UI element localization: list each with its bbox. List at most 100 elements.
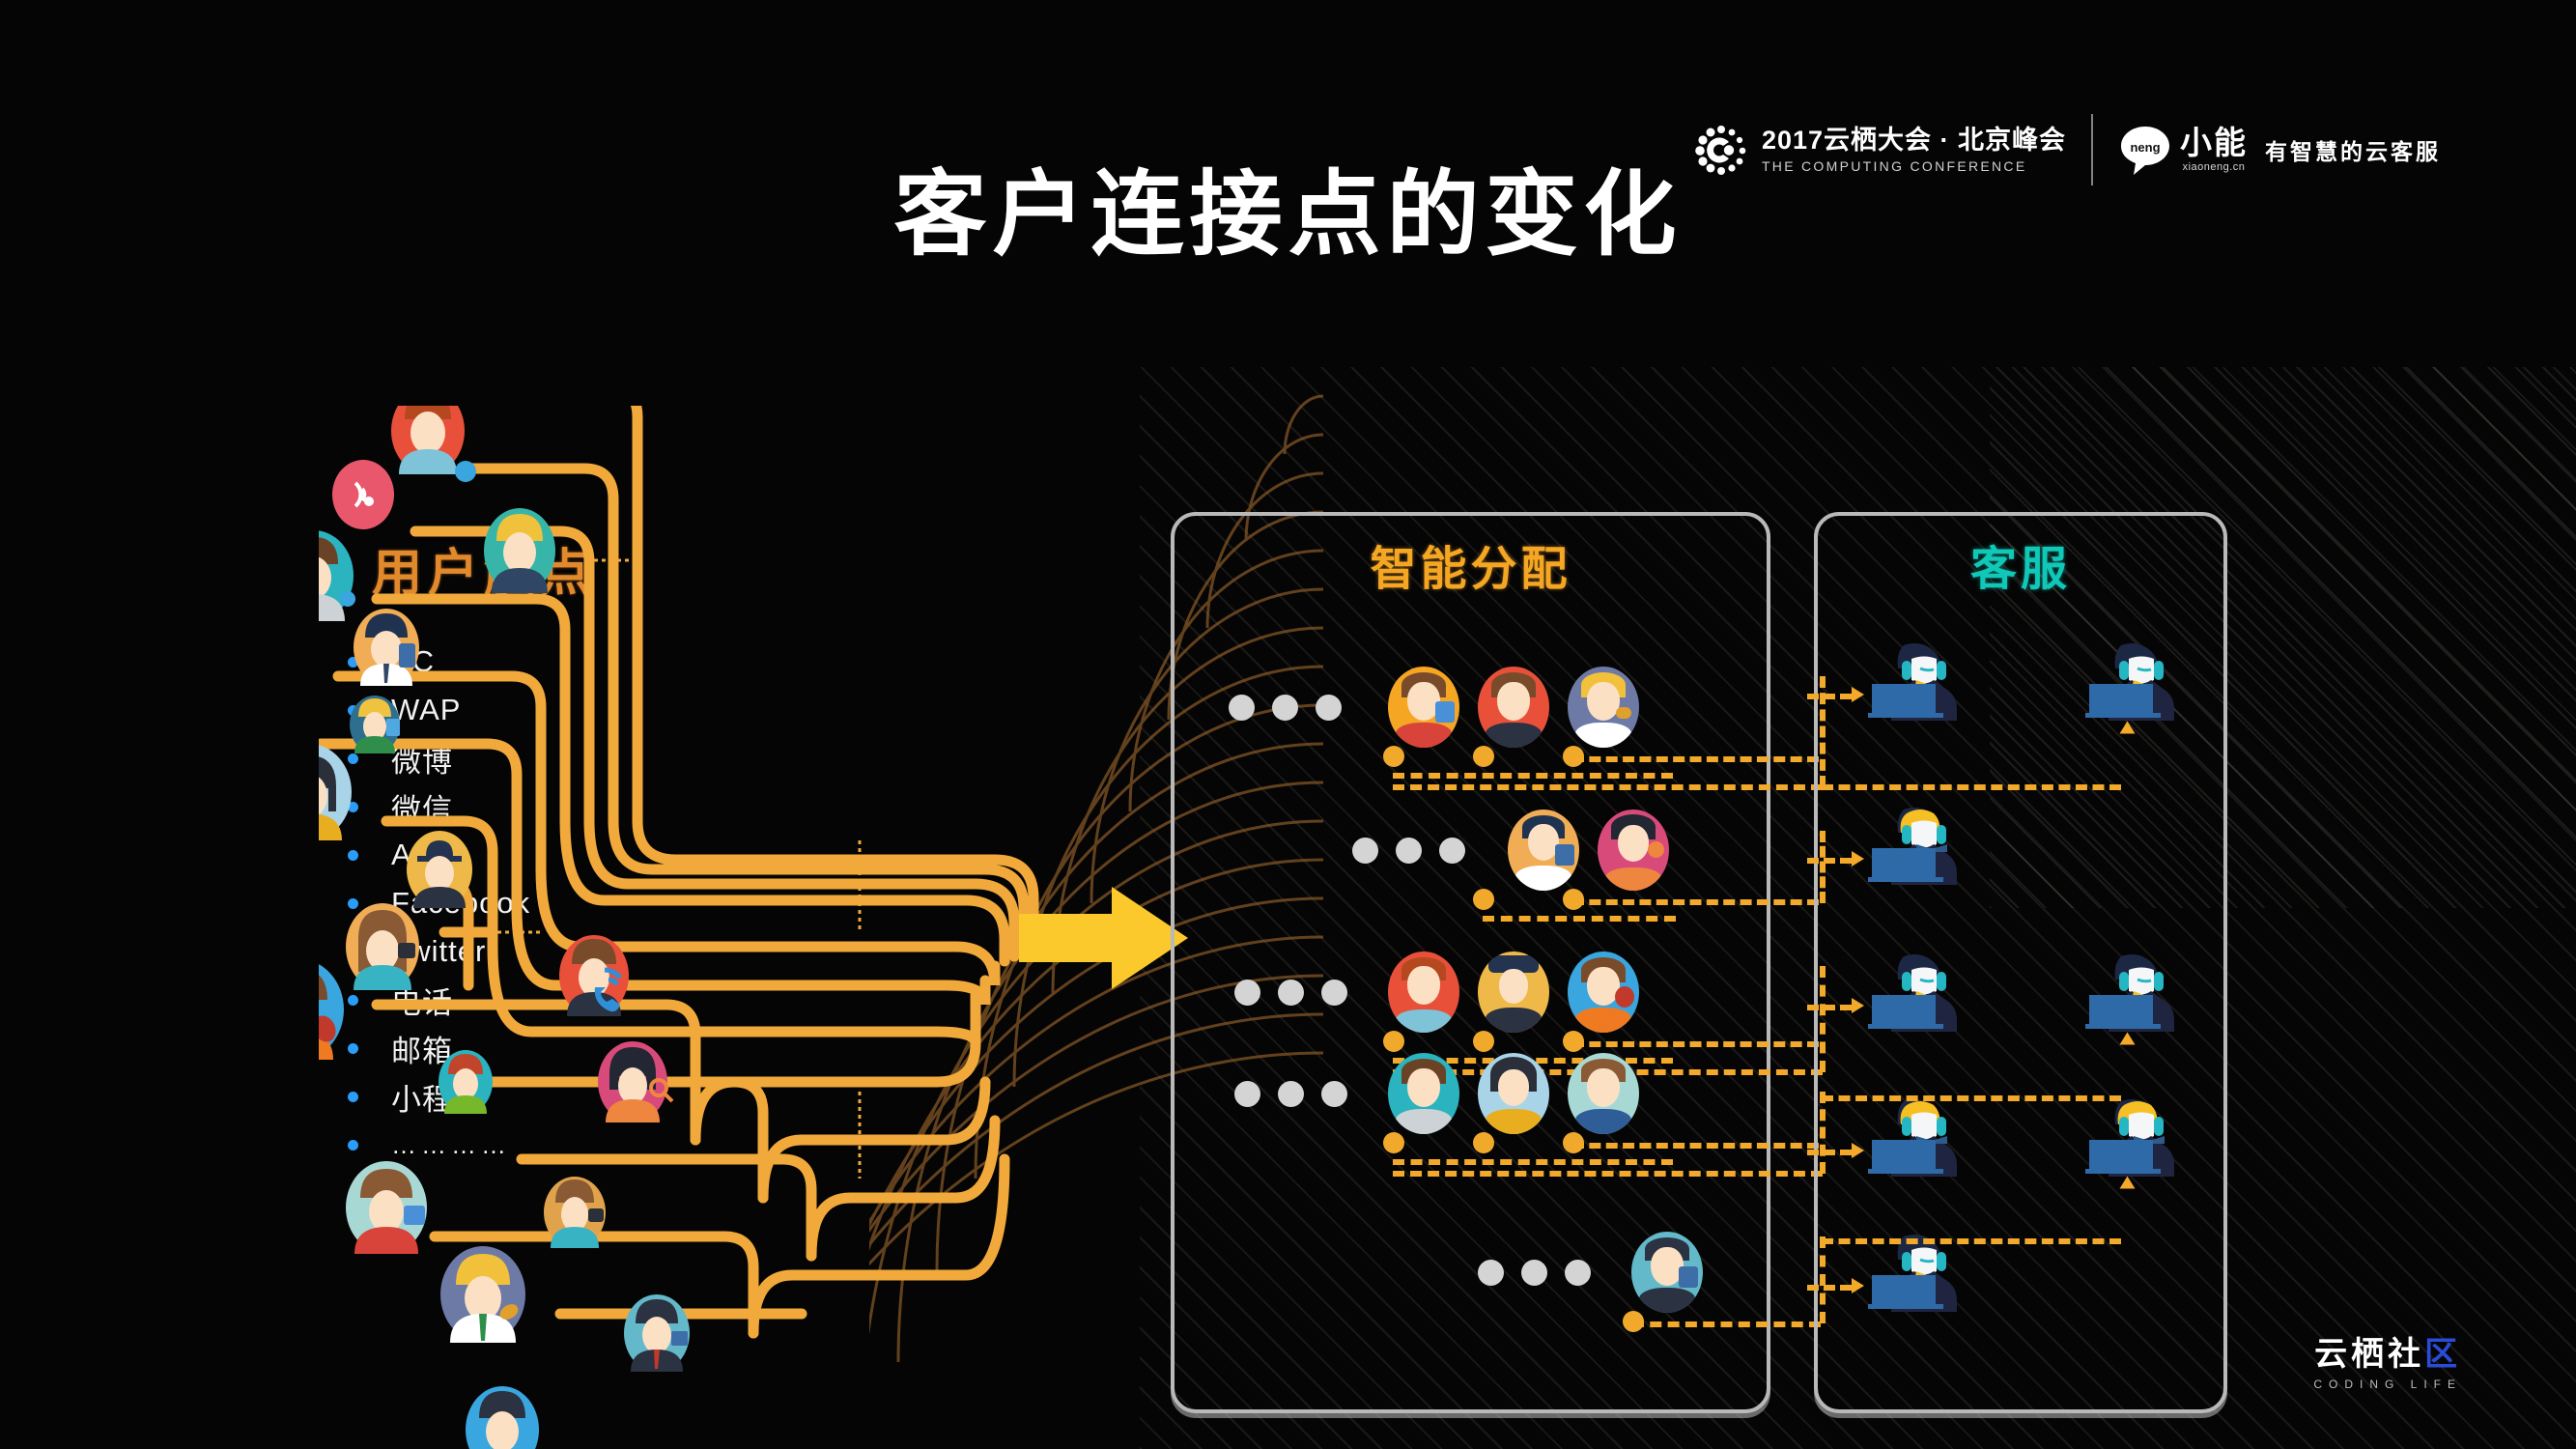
bullet-icon [348,1139,358,1151]
routing-line [1393,784,1823,790]
waiting-dot [1478,1259,1504,1286]
waiting-dot [1229,694,1255,721]
conference-name-block: 2017云栖大会 · 北京峰会 THE COMPUTING CONFERENCE [1761,125,2066,174]
watermark-name-part2: 区 [2424,1336,2462,1373]
agent-icon [2085,954,2174,1032]
agent-icon [1868,954,1957,1032]
arrow-head-icon [1852,1278,1864,1293]
agent-inbound-arrow [1807,1150,1852,1155]
conference-logo: 2017云栖大会 · 北京峰会 THE COMPUTING CONFERENCE [1694,123,2066,177]
agent-icon [1868,808,1957,885]
routing-line-vertical [1820,1236,1826,1323]
brand-name-cn: 小能 [2180,125,2248,160]
arrow-head-icon [1852,687,1864,702]
conference-name-cn: 2017云栖大会 · 北京峰会 [1761,125,2066,155]
agent-icon [1868,1235,1957,1312]
routing-line [1393,773,1673,779]
agent-inbound-arrow [1807,858,1852,864]
customer-avatar [1508,810,1579,891]
routing-line-vertical [1820,1092,1826,1174]
bullet-icon [348,897,358,909]
routing-line [1822,1095,2121,1101]
brand-slogan: 有智慧的云客服 [2265,139,2441,164]
customer-avatar [1568,667,1639,748]
waiting-dot [1321,1080,1347,1107]
waiting-dots [1478,1259,1591,1286]
header-divider [2091,114,2093,185]
touchpoint-label: 微博 [391,744,453,779]
touchpoint-label: ………… [391,1129,511,1159]
routing-line [1572,1041,1819,1047]
watermark-name-part1: 云栖社 [2314,1336,2425,1373]
queue-row [1478,1232,1703,1313]
agent-icon [2085,643,2174,721]
page-title: 客户连接点的变化 [893,163,1683,267]
assign-panel-title: 智能分配 [1370,544,1571,595]
brand-name-block: 小能 xiaoneng.cn [2180,127,2248,173]
queue-row [1234,952,1639,1033]
neng-speech-bubble-icon: neng [2118,125,2169,175]
agent-inbound-arrow [1807,694,1852,699]
bullet-icon [348,1091,358,1102]
flow-arrow-icon [1019,887,1188,989]
routing-line [1393,1171,1823,1177]
routing-line [1632,1321,1821,1327]
bullet-icon [348,994,358,1006]
agent-inbound-arrow [1807,1285,1852,1291]
arrow-head-icon [1852,998,1864,1013]
queue-connector-node [1473,889,1494,910]
customer-avatar [1568,952,1639,1033]
assign-panel: 智能分配 [1171,512,1770,1413]
touchpoint-label: 邮箱 [391,1034,453,1068]
waiting-dots [1352,837,1465,864]
brand-logo: neng 小能 xiaoneng.cn 有智慧的云客服 [2118,125,2441,175]
customer-avatar [1478,952,1549,1033]
user-touchpoint-network [319,406,1039,1449]
queue-connector-node [1473,746,1494,767]
waiting-dot [1234,1080,1260,1107]
routing-line [1572,899,1819,905]
waiting-dots [1234,1080,1347,1107]
list-item: 邮箱 [348,1024,657,1072]
waiting-dot [1321,979,1347,1006]
customer-avatar [1598,810,1669,891]
queue-connector-node [1383,1132,1404,1153]
routing-line [1393,1159,1673,1165]
arrow-head-icon [1852,1143,1864,1158]
arrow-head-icon [1852,851,1864,867]
footer-watermark: 云栖社区 CODING LIFE [2313,1338,2462,1391]
agent-inbound-arrow [1807,1005,1852,1010]
arrow-head-icon [2119,721,2136,734]
arrow-head-icon [2119,1176,2136,1189]
routing-line [1572,756,1819,762]
routing-line [1822,784,2121,790]
routing-line-vertical [1820,831,1826,903]
waiting-dot [1234,979,1260,1006]
agent-icon [1868,1099,1957,1177]
routing-line [1572,1143,1819,1149]
waiting-dot [1352,837,1378,864]
customer-avatar [1478,667,1549,748]
routing-line [1483,916,1676,922]
waiting-dot [1316,694,1342,721]
list-item: ………… [348,1121,657,1169]
arrow-head-icon [2119,1032,2136,1045]
conference-name-en: THE COMPUTING CONFERENCE [1761,157,2027,174]
waiting-dot [1278,1080,1304,1107]
waiting-dot [1521,1259,1547,1286]
agent-icon [1868,643,1957,721]
queue-row [1234,1053,1639,1134]
waiting-dot [1278,979,1304,1006]
touchpoint-label: WAP [391,693,462,726]
customer-avatar [1388,952,1459,1033]
waiting-dot [1272,694,1298,721]
header-logos: 2017云栖大会 · 北京峰会 THE COMPUTING CONFERENCE… [1694,114,2441,185]
waiting-dots [1229,694,1342,721]
queue-row [1352,810,1669,891]
waiting-dot [1439,837,1465,864]
customer-avatar [1631,1232,1703,1313]
bullet-icon [348,1042,358,1054]
waiting-dot [1565,1259,1591,1286]
list-item: 微博 [348,734,657,782]
